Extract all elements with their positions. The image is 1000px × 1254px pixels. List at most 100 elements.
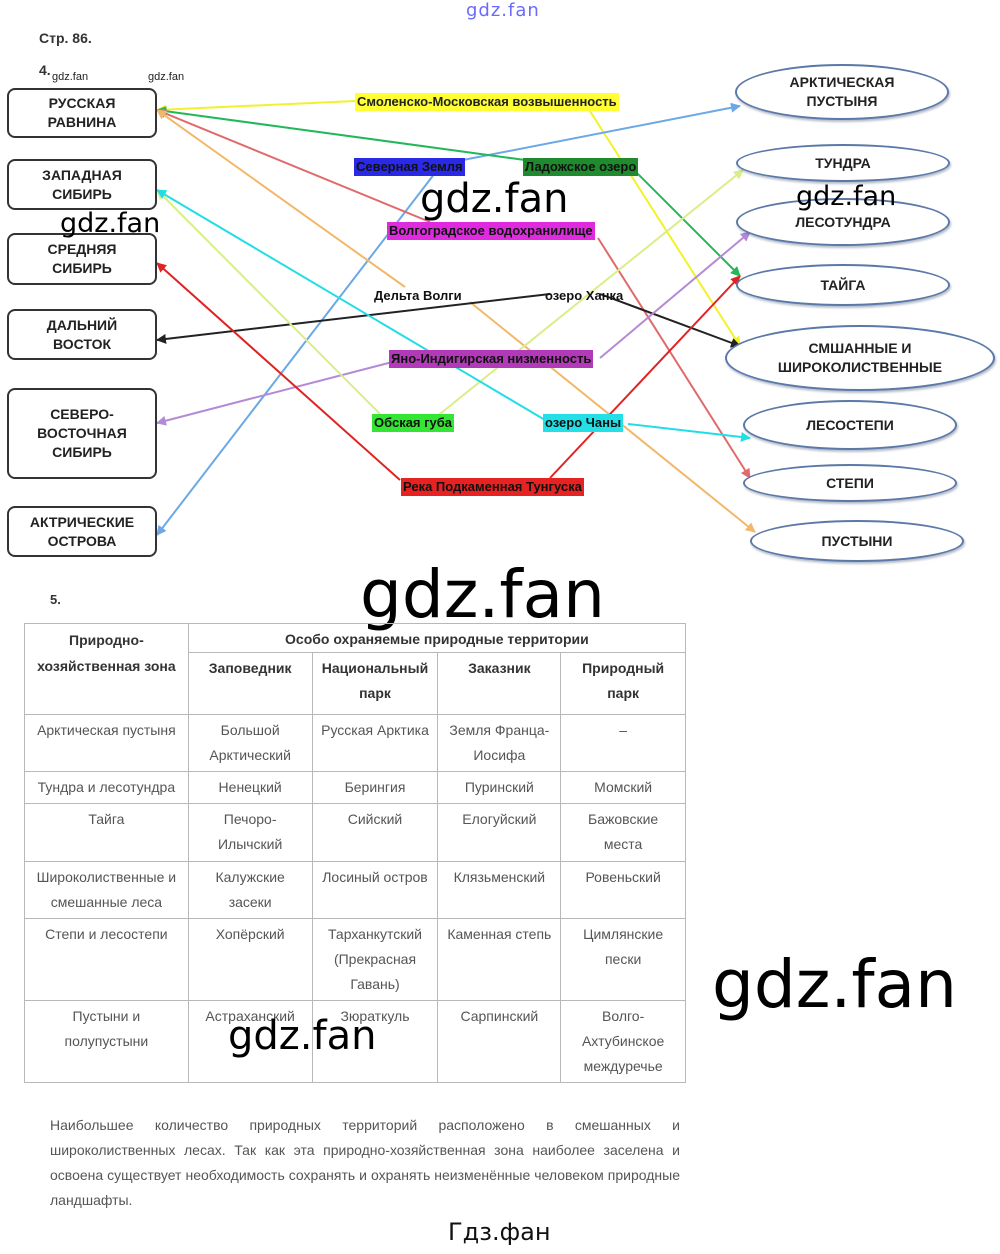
table-cell-zone: Степи и лесостепи xyxy=(24,918,189,1001)
object-severnaya-zemlya: Северная Земля xyxy=(354,158,465,176)
table-cell: Каменная степь xyxy=(437,918,562,1001)
watermark-top: gdz.fan xyxy=(466,0,540,21)
zone-arctic-desert: АРКТИЧЕСКАЯ ПУСТЫНЯ xyxy=(735,64,949,120)
link-ladoga-to-region xyxy=(156,106,526,161)
link-ob-to-zone xyxy=(419,169,744,431)
task4-number: 4. xyxy=(39,62,51,78)
object-yana-indigirka-lowland: Яно-Индигирская низменность xyxy=(389,350,594,368)
zone-forest-tundra: ЛЕСОТУНДРА xyxy=(736,198,950,246)
table-cell: Ровеньский xyxy=(560,861,686,919)
table-cell: Печоро- Илычский xyxy=(187,803,313,862)
table-cell-zone: Тайга xyxy=(24,803,189,862)
link-ladoga-to-zone xyxy=(631,167,741,277)
watermark-small-1: gdz.fan xyxy=(52,71,89,83)
table-cell: Клязьменский xyxy=(437,861,562,919)
object-gulf-of-ob: Обская губа xyxy=(372,414,455,432)
region-russian-plain: РУССКАЯ РАВНИНА xyxy=(7,88,157,138)
table-cell: Пуринский xyxy=(437,771,562,804)
zone-steppe: СТЕПИ xyxy=(743,464,957,502)
link-smolensk-to-region xyxy=(156,100,356,115)
protected-areas-table: Природно- хозяйственная зона Особо охран… xyxy=(24,623,687,1083)
object-volga-delta: Дельта Волги xyxy=(374,288,462,303)
table-cell: Берингия xyxy=(311,771,439,804)
table-cell: Бажовские места xyxy=(560,803,686,862)
header-col-national-park: Национальный парк xyxy=(311,652,439,715)
page-label: Стр. 86. xyxy=(39,30,92,46)
watermark-mid-3: gdz.fan xyxy=(60,208,161,239)
watermark-mid-2: gdz.fan xyxy=(796,181,897,212)
table-cell: Земля Франца- Иосифа xyxy=(437,714,562,772)
link-khanka-to-region xyxy=(156,293,551,344)
table-cell: Лосиный остров xyxy=(311,861,439,919)
region-northeast-siberia: СЕВЕРО- ВОСТОЧНАЯ СИБИРЬ xyxy=(7,388,157,479)
link-tunguska-to-zone xyxy=(549,275,741,479)
table-cell: Хопёрский xyxy=(187,918,313,1001)
watermark-big-center: gdz.fan xyxy=(360,556,605,633)
table-cell: Зюраткуль xyxy=(311,1000,439,1083)
zone-mixed-broadleaf: СМШАННЫЕ И ШИРОКОЛИСТВЕННЫЕ xyxy=(725,325,995,391)
region-west-siberia: ЗАПАДНАЯ СИБИРЬ xyxy=(7,159,157,210)
watermark-small-2: gdz.fan xyxy=(148,71,185,83)
link-yana-to-region xyxy=(156,359,401,426)
header-col-nature-park: Природный парк xyxy=(560,652,686,715)
table-cell-zone: Арктическая пустыня xyxy=(24,714,189,772)
object-smolensk-moscow-upland: Смоленско-Московская возвышенность xyxy=(355,93,619,111)
zone-desert: ПУСТЫНИ xyxy=(750,520,964,562)
zone-taiga: ТАЙГА xyxy=(736,264,950,306)
table-cell: Волго- Ахтубинское междуречье xyxy=(560,1000,686,1083)
table-cell: Большой Арктический xyxy=(187,714,313,772)
task5-number: 5. xyxy=(50,592,61,607)
region-arctic-islands: АКТРИЧЕСКИЕ ОСТРОВА xyxy=(7,506,157,557)
link-tunguska-to-region xyxy=(156,262,401,481)
object-lake-ladoga: Ладожское озеро xyxy=(523,158,639,176)
region-central-siberia: СРЕДНЯЯ СИБИРЬ xyxy=(7,233,157,285)
watermark-big-right: gdz.fan xyxy=(712,946,957,1023)
table-cell: Сийский xyxy=(311,803,439,862)
table-cell: Цимлянские пески xyxy=(560,918,686,1001)
table-cell: Калужские засеки xyxy=(187,861,313,919)
link-ob-to-region xyxy=(156,189,381,415)
link-volgograd-to-zone xyxy=(597,237,751,479)
table-cell: – xyxy=(560,714,686,772)
link-khanka-to-zone xyxy=(599,293,741,348)
link-volgograd-to-region xyxy=(156,108,431,223)
table-cell: Ненецкий xyxy=(187,771,313,804)
header-group: Особо охраняемые природные территории xyxy=(187,623,687,653)
watermark-bottom: Гдз.фан xyxy=(448,1218,551,1246)
link-chany-to-region xyxy=(156,189,546,421)
table-cell: Астраханский xyxy=(187,1000,313,1083)
object-volgograd-reservoir: Волгоградское водохранилище xyxy=(387,222,595,240)
link-yana-to-zone xyxy=(599,231,751,359)
table-cell: Русская Арктика xyxy=(311,714,439,772)
table-cell: Сарпинский xyxy=(437,1000,562,1083)
watermark-table: gdz.fan xyxy=(228,1013,377,1059)
conclusion-paragraph: Наибольшее количество природных территор… xyxy=(50,1117,680,1208)
header-col-zakaznik: Заказник xyxy=(437,652,562,715)
table-cell: Момский xyxy=(560,771,686,804)
header-col-zapovednik: Заповедник xyxy=(187,652,313,715)
table-cell-zone: Широколиственные и смешанные леса xyxy=(24,861,189,919)
zone-forest-steppe: ЛЕСОСТЕПИ xyxy=(743,400,957,450)
connection-lines xyxy=(156,100,756,536)
link-chany-to-zone xyxy=(627,423,751,442)
object-lake-khanka: озеро Ханка xyxy=(545,288,624,303)
link-smolensk-to-zone xyxy=(587,107,741,347)
table-cell: Елогуйский xyxy=(437,803,562,862)
link-volga_delta-to-region xyxy=(156,109,406,288)
link-severnaya-to-zone xyxy=(462,102,741,161)
watermark-mid-1: gdz.fan xyxy=(420,176,569,222)
table-cell-zone: Тундра и лесотундра xyxy=(24,771,189,804)
object-lake-chany: озеро Чаны xyxy=(543,414,624,432)
header-zone: Природно- хозяйственная зона xyxy=(24,623,189,715)
zone-tundra: ТУНДРА xyxy=(736,144,950,182)
table-cell: Тарханкутский (Прекрасная Гавань) xyxy=(311,918,439,1001)
table-cell-zone: Пустыни и полупустыни xyxy=(24,1000,189,1083)
object-podkamennaya-tunguska: Река Подкаменная Тунгуска xyxy=(401,478,584,496)
region-far-east: ДАЛЬНИЙ ВОСТОК xyxy=(7,309,157,360)
